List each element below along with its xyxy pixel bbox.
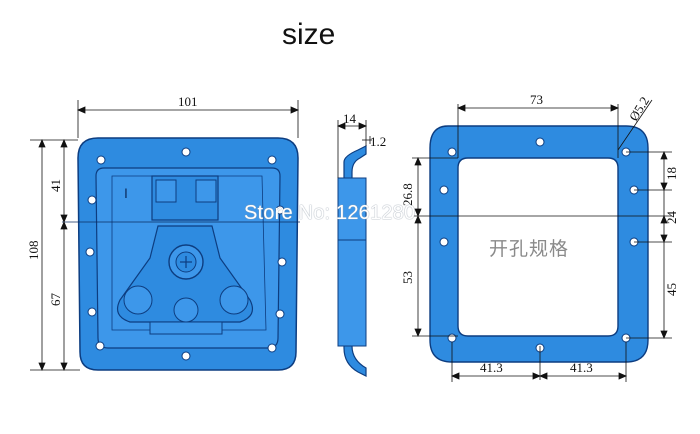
hole — [181, 147, 191, 157]
hinge-knuckle-right — [195, 179, 217, 203]
cutout-view: 73 Ø5.2 26.8 53 — [400, 92, 679, 382]
dim-depth: 14 — [343, 111, 357, 126]
hole — [447, 333, 457, 343]
dim-bottom-left: 41.3 — [480, 360, 503, 375]
handle-lobe-bottom — [173, 297, 199, 323]
dim-height: 108 — [26, 241, 41, 261]
slot-mark: I — [124, 185, 128, 201]
dim-width: 101 — [178, 94, 198, 109]
store-watermark: Store No: 1261280 — [244, 202, 416, 224]
dim-lower: 67 — [48, 293, 63, 307]
bottom-hinge-strip — [149, 321, 223, 335]
front-view: I — [26, 94, 300, 372]
dim-left-upper: 26.8 — [400, 183, 415, 206]
mounting-holes — [85, 147, 287, 361]
hole — [439, 185, 449, 195]
side-view: 14 1.2 — [336, 111, 386, 377]
hole — [275, 309, 285, 319]
dim-thickness: 1.2 — [370, 134, 386, 149]
dim-hole: Ø5.2 — [626, 94, 652, 124]
hole — [87, 195, 97, 205]
dim-left-lower: 53 — [400, 271, 415, 284]
hole — [267, 343, 277, 353]
handle-lobe-left — [123, 285, 153, 315]
hole — [535, 137, 545, 147]
hole — [87, 307, 97, 317]
page-title: size — [282, 18, 336, 51]
hole — [439, 237, 449, 247]
hole — [85, 247, 95, 257]
hole — [275, 205, 285, 215]
dim-bottom-right: 41.3 — [570, 360, 593, 375]
dim-right-mid: 24 — [664, 211, 679, 225]
side-body — [337, 177, 367, 347]
dim-upper: 41 — [48, 179, 63, 192]
cutout-spec-label: 开孔规格 — [489, 238, 570, 260]
hole — [95, 341, 105, 351]
hole — [277, 257, 287, 267]
dim-right-top: 18 — [664, 167, 679, 180]
hole — [267, 155, 277, 165]
hole — [96, 155, 106, 165]
hole — [447, 147, 457, 157]
hinge-knuckle-left — [155, 179, 177, 203]
dim-right-lower: 45 — [664, 283, 679, 296]
dim-cutout-width: 73 — [530, 92, 543, 107]
hole — [181, 351, 191, 361]
handle-lobe-right — [219, 285, 249, 315]
